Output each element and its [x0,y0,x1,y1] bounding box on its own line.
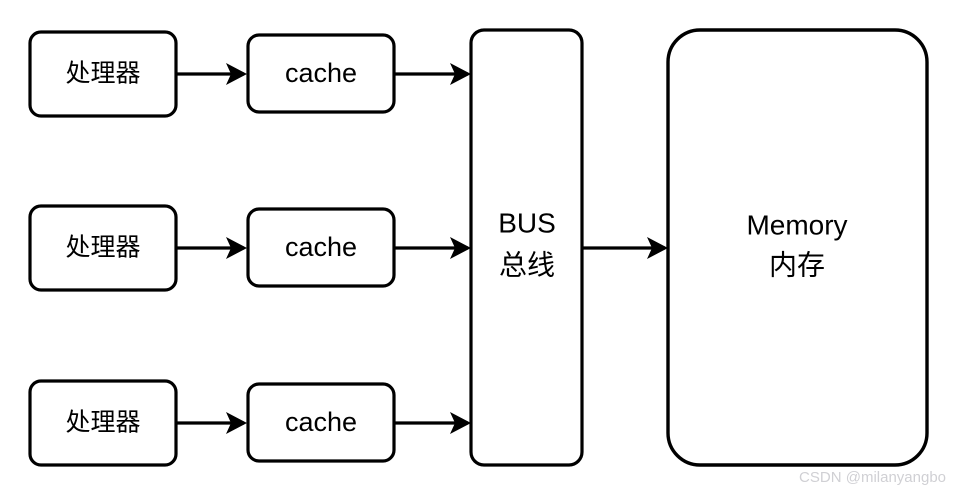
cache-label-2: cache [285,232,357,262]
memory-group: Memory 内存 [666,28,929,467]
bus-label-line2: 总线 [499,249,555,280]
cache-label-3: cache [285,407,357,437]
memory-box[interactable] [666,28,929,467]
watermark-label: CSDN @milanyangbo [799,469,946,486]
processor-label-2: 处理器 [65,234,140,262]
processor-label-3: 处理器 [65,409,140,437]
row-1-group: 处理器 cache [28,30,471,118]
row-3-group: 处理器 cache [28,379,471,467]
row-2-group: 处理器 cache [28,204,471,292]
cache-label-1: cache [285,58,357,88]
processor-label-1: 处理器 [65,60,140,88]
bus-box[interactable] [469,28,584,467]
bus-to-memory-edge-group [582,237,668,259]
memory-label-line1: Memory [746,209,847,240]
bus-group: BUS 总线 [469,28,584,467]
bus-label-line1: BUS [498,207,556,238]
memory-label-line2: 内存 [769,249,825,280]
